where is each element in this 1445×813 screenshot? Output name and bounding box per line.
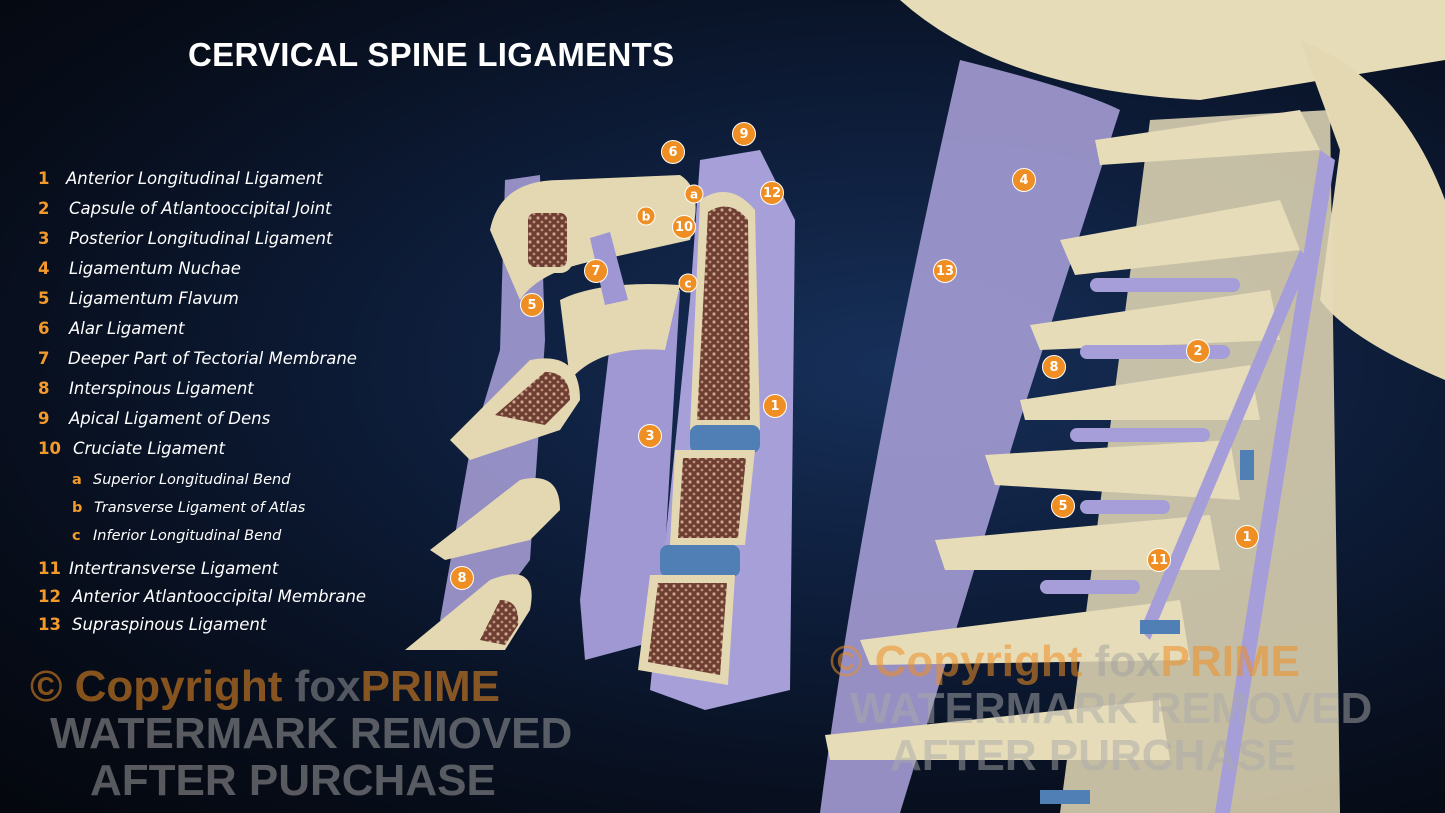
legend-letter: b — [72, 500, 83, 516]
watermark-fox: fox — [1094, 637, 1161, 686]
legend-number: 8 — [38, 379, 50, 398]
marker-a: a — [684, 184, 704, 204]
legend-label: Apical Ligament of Dens — [69, 409, 271, 428]
watermark-copyright: © Copyright — [830, 637, 1083, 686]
legend-label: Anterior Atlantooccipital Membrane — [72, 587, 367, 606]
legend-number: 4 — [38, 259, 50, 278]
legend-label: Supraspinous Ligament — [72, 615, 267, 634]
marker-5: 5 — [520, 293, 544, 317]
legend-number: 13 — [38, 615, 61, 634]
marker-4: 4 — [1012, 168, 1036, 192]
watermark-prime: PRIME — [360, 662, 500, 711]
marker-6: 6 — [661, 140, 685, 164]
legend-letter: a — [72, 472, 82, 488]
legend-label: Alar Ligament — [69, 319, 185, 338]
lateral-view — [820, 0, 1445, 813]
legend-label: Inferior Longitudinal Bend — [93, 528, 282, 544]
marker-b: b — [636, 206, 656, 226]
marker-3: 3 — [638, 424, 662, 448]
marker-2: 2 — [1186, 339, 1210, 363]
legend-number: 6 — [38, 319, 50, 338]
watermark: © Copyright foxPRIME WATERMARK REMOVED A… — [30, 665, 572, 806]
legend-label: Ligamentum Nuchae — [69, 259, 241, 278]
watermark-line: WATERMARK REMOVED — [50, 709, 573, 758]
watermark-prime: PRIME — [1160, 637, 1300, 686]
legend-label: Transverse Ligament of Atlas — [94, 500, 306, 516]
marker-8: 8 — [450, 566, 474, 590]
marker-1: 1 — [763, 394, 787, 418]
legend-label: Interspinous Ligament — [69, 379, 254, 398]
watermark-line: AFTER PURCHASE — [890, 731, 1296, 780]
marker-9: 9 — [732, 122, 756, 146]
legend-number: 3 — [38, 229, 50, 248]
page-title: CERVICAL SPINE LIGAMENTS — [188, 36, 675, 73]
legend-label: Deeper Part of Tectorial Membrane — [68, 349, 357, 368]
watermark-fox: fox — [294, 662, 361, 711]
marker-12: 12 — [760, 181, 784, 205]
watermark-copyright: © Copyright — [30, 662, 283, 711]
marker-7: 7 — [584, 259, 608, 283]
legend-number: 5 — [38, 289, 50, 308]
legend-number: 9 — [38, 409, 50, 428]
watermark-line: AFTER PURCHASE — [90, 756, 496, 805]
marker-13: 13 — [933, 259, 957, 283]
legend-letter: c — [72, 528, 81, 544]
legend-number: 2 — [38, 199, 50, 218]
legend-label: Anterior Longitudinal Ligament — [66, 169, 323, 188]
marker-11: 11 — [1147, 548, 1171, 572]
sagittal-section — [405, 150, 795, 710]
marker-8: 8 — [1042, 355, 1066, 379]
watermark-line: WATERMARK REMOVED — [850, 684, 1373, 733]
legend-number: 7 — [38, 349, 50, 368]
legend-label: Posterior Longitudinal Ligament — [69, 229, 333, 248]
marker-10: 10 — [672, 215, 696, 239]
marker-1: 1 — [1235, 525, 1259, 549]
legend-label: Cruciate Ligament — [73, 439, 225, 458]
legend-label: Superior Longitudinal Bend — [93, 472, 291, 488]
legend-number: 1 — [38, 169, 50, 188]
legend-number: 10 — [38, 439, 61, 458]
legend-label: Intertransverse Ligament — [69, 559, 279, 578]
marker-c: c — [678, 273, 698, 293]
legend-label: Capsule of Atlantooccipital Joint — [69, 199, 332, 218]
marker-5: 5 — [1051, 494, 1075, 518]
legend-label: Ligamentum Flavum — [69, 289, 239, 308]
legend-number: 12 — [38, 587, 61, 606]
watermark: © Copyright foxPRIME WATERMARK REMOVED A… — [830, 640, 1372, 781]
legend-number: 11 — [38, 559, 61, 578]
